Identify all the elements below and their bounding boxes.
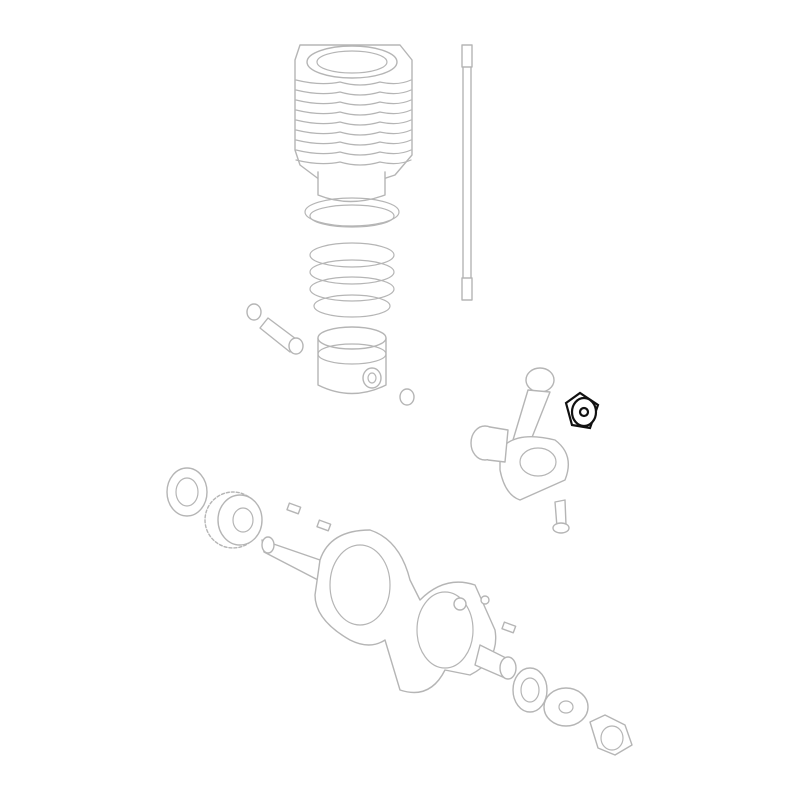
woodruff-key[interactable] — [316, 519, 332, 532]
woodruff-key[interactable] — [286, 502, 302, 515]
crank-bolt[interactable] — [589, 714, 633, 756]
cooling-fin — [295, 149, 412, 156]
cooling-fin — [295, 119, 412, 126]
push-rod[interactable] — [461, 44, 473, 301]
cylinder-part[interactable] — [294, 44, 413, 203]
timing-gear[interactable] — [204, 491, 263, 549]
cooling-fin — [295, 129, 412, 136]
woodruff-key[interactable] — [501, 621, 517, 634]
connecting-rod[interactable] — [499, 367, 570, 534]
cooling-fin — [295, 159, 412, 166]
cooling-fin — [295, 79, 412, 86]
cooling-fin — [295, 99, 412, 106]
thrust-washer-right[interactable] — [543, 687, 589, 727]
thrust-washer-left[interactable] — [166, 467, 208, 517]
cooling-fin — [295, 109, 412, 116]
piston-rings[interactable] — [304, 197, 400, 318]
cooling-fin — [295, 89, 412, 96]
cooling-fin — [295, 139, 412, 146]
circlip-left[interactable] — [246, 303, 262, 321]
crankshaft[interactable] — [261, 529, 517, 694]
piston-part[interactable] — [317, 326, 387, 395]
crank-seal[interactable] — [512, 667, 548, 713]
connecting-rod-bushing[interactable] — [564, 391, 600, 430]
bearing-shell[interactable] — [470, 425, 509, 463]
piston-pin[interactable] — [259, 317, 304, 355]
circlip-right[interactable] — [399, 388, 415, 406]
